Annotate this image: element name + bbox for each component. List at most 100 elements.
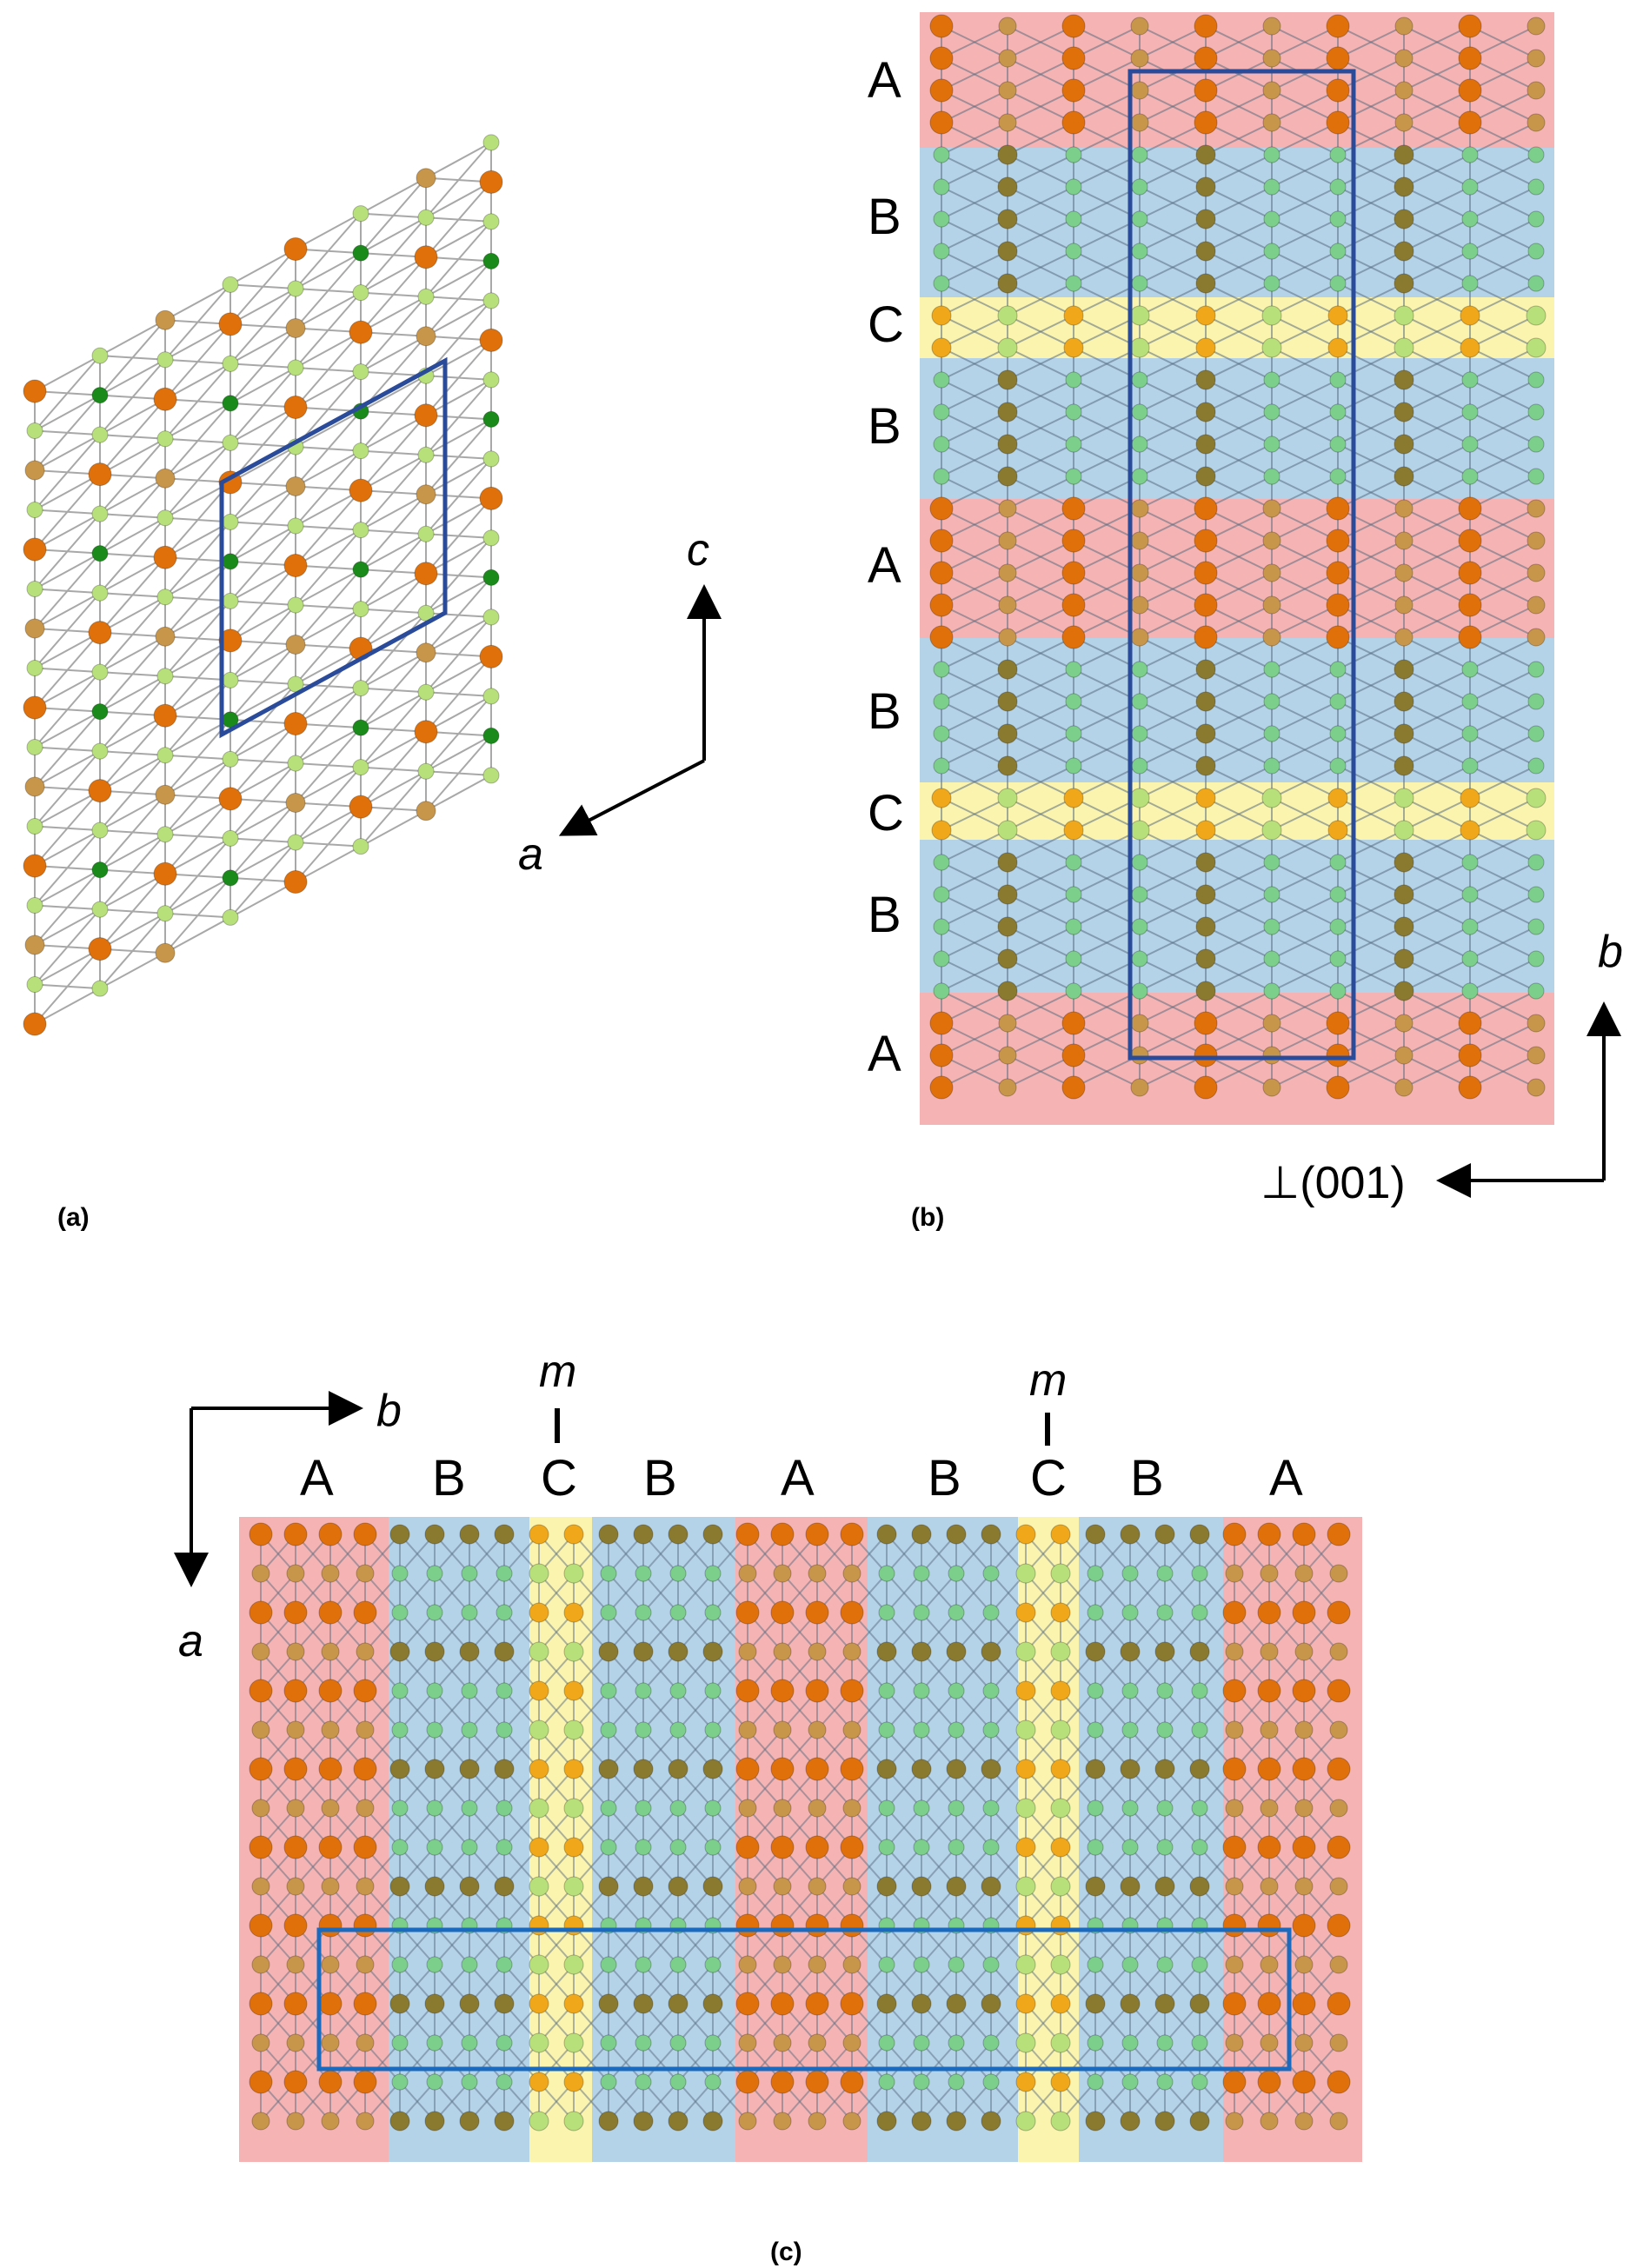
atom	[982, 1682, 1000, 1699]
atom	[156, 826, 174, 843]
atom	[1461, 725, 1479, 742]
atom	[1065, 982, 1082, 1000]
panel-c-label: (c)	[770, 2238, 802, 2266]
atom	[461, 1604, 478, 1621]
bond	[1469, 797, 1537, 831]
atom	[1121, 2073, 1139, 2091]
atom	[933, 886, 950, 903]
atom	[1261, 788, 1282, 808]
atom	[1257, 1992, 1281, 2016]
atom	[600, 1721, 617, 1739]
bond	[295, 806, 362, 883]
bond	[425, 695, 492, 733]
bond	[1129, 2042, 1166, 2083]
atom	[911, 1876, 932, 1897]
bond	[1139, 572, 1207, 606]
atom	[1458, 496, 1482, 521]
atom	[91, 742, 109, 760]
atom	[808, 1564, 827, 1583]
atom	[417, 446, 435, 463]
bond	[1469, 765, 1537, 799]
bond	[1271, 958, 1339, 992]
atom	[251, 1955, 270, 1974]
atom	[1326, 14, 1350, 38]
atom	[1195, 466, 1216, 487]
atom	[1121, 1799, 1139, 1817]
bond	[1007, 347, 1074, 381]
atom	[461, 1839, 478, 1856]
bond	[1337, 668, 1405, 702]
atom	[1129, 788, 1150, 808]
atom	[840, 1913, 864, 1938]
atom	[1015, 2111, 1036, 2132]
atom	[669, 1604, 687, 1621]
atom	[286, 1955, 305, 1974]
atom	[1087, 1682, 1104, 1699]
atom	[251, 1799, 270, 1818]
atom	[998, 1046, 1017, 1065]
bond	[1469, 636, 1537, 670]
atom	[353, 1835, 377, 1859]
atom	[1131, 918, 1148, 935]
atom	[426, 1799, 443, 1817]
atom	[1131, 243, 1148, 260]
atom	[91, 505, 109, 522]
atom	[633, 1759, 654, 1779]
bond	[941, 315, 1008, 349]
atom	[1195, 691, 1216, 712]
bond	[34, 908, 101, 986]
bond	[164, 442, 231, 519]
atom	[1263, 371, 1280, 389]
atom	[1461, 210, 1479, 228]
atom	[1527, 403, 1545, 421]
atom	[321, 1642, 340, 1661]
atom	[669, 1682, 687, 1699]
atom	[416, 168, 436, 189]
bond	[941, 540, 1008, 574]
bond	[364, 2081, 401, 2122]
bond	[434, 2042, 470, 2083]
atom	[1527, 113, 1546, 132]
b-axis-label: b	[376, 1386, 402, 1436]
bond	[99, 755, 166, 831]
layer-label: C	[1030, 1450, 1067, 1506]
atom	[356, 1877, 375, 1896]
atom	[23, 1012, 47, 1036]
atom	[353, 1757, 377, 1781]
bond	[34, 750, 101, 788]
atom	[1061, 14, 1086, 38]
atom	[933, 693, 950, 710]
atom	[1130, 1046, 1149, 1065]
atom	[1195, 852, 1216, 873]
atom	[496, 1956, 513, 1973]
atom	[1195, 402, 1216, 422]
atom	[635, 1721, 652, 1739]
bond	[99, 398, 166, 476]
atom	[222, 395, 239, 412]
atom	[808, 1720, 827, 1739]
atom	[222, 671, 239, 688]
bond	[1403, 894, 1471, 928]
atom	[1329, 1799, 1348, 1818]
atom	[1131, 468, 1148, 485]
atom	[352, 838, 369, 855]
atom	[529, 1524, 549, 1545]
bond	[1403, 250, 1471, 284]
atom	[913, 1682, 930, 1699]
atom	[1130, 17, 1149, 36]
bond	[295, 687, 362, 764]
atom	[496, 1565, 513, 1582]
mirror-plane-label: m	[1029, 1355, 1067, 1406]
atom	[982, 1956, 1000, 1973]
bond	[425, 616, 492, 693]
atom	[153, 703, 177, 728]
atom	[1294, 1877, 1314, 1896]
atom	[1394, 981, 1414, 1001]
atom	[997, 466, 1018, 487]
bond	[1205, 861, 1273, 895]
bond	[295, 766, 362, 804]
atom	[982, 2034, 1000, 2052]
atom	[1292, 1679, 1316, 1703]
atom	[1394, 81, 1414, 100]
bond	[295, 449, 362, 527]
